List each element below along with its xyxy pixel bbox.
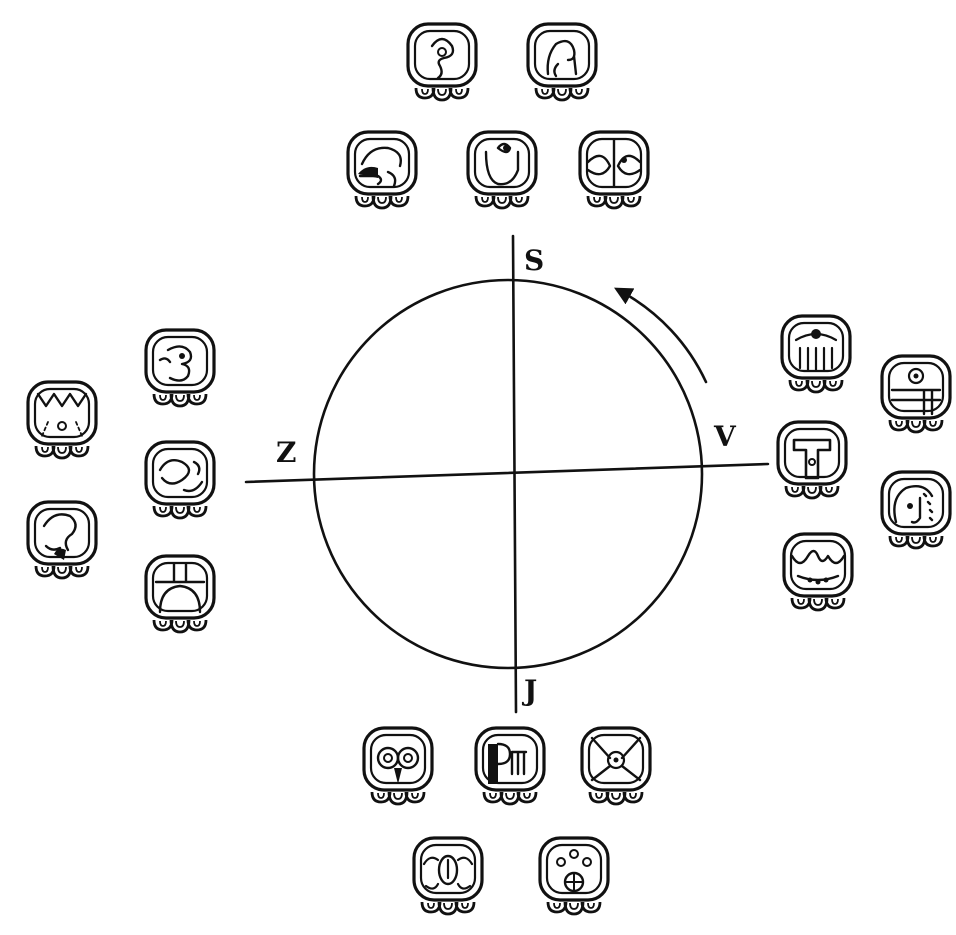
day-sign-glyph — [580, 132, 648, 208]
day-sign-glyph — [782, 316, 850, 392]
direction-label-south: J — [521, 674, 537, 707]
day-sign-glyph — [146, 330, 214, 406]
glyph-group-south — [364, 728, 650, 914]
day-sign-glyph — [364, 728, 432, 804]
glyph-group-west — [28, 330, 214, 632]
glyph-group-east — [778, 316, 950, 610]
day-sign-glyph — [28, 382, 96, 458]
day-sign-glyph — [146, 556, 214, 632]
day-sign-glyph — [882, 472, 950, 548]
day-sign-glyph — [414, 838, 482, 914]
horizontal-axis — [246, 464, 768, 482]
day-sign-glyph — [348, 132, 416, 208]
day-sign-glyph — [778, 422, 846, 498]
day-sign-glyph — [468, 132, 536, 208]
day-sign-glyph — [540, 838, 608, 914]
day-sign-glyph — [528, 24, 596, 100]
day-sign-glyph — [784, 534, 852, 610]
direction-label-east: V — [713, 420, 737, 453]
day-sign-glyph — [476, 728, 544, 804]
day-sign-glyph — [28, 502, 96, 578]
day-sign-glyph — [882, 356, 950, 432]
day-sign-glyph — [582, 728, 650, 804]
day-sign-glyph — [146, 442, 214, 518]
rotation-arrow — [622, 292, 706, 382]
direction-label-north: S — [524, 244, 544, 277]
glyph-group-north — [348, 24, 648, 208]
day-sign-glyph — [408, 24, 476, 100]
direction-label-west: Z — [276, 436, 296, 469]
